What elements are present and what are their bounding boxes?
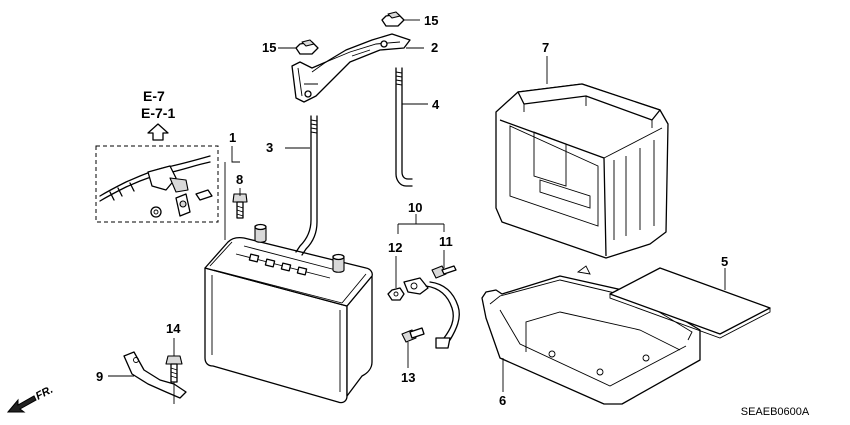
battery-setting-bracket-9[interactable] [123,351,187,399]
battery-tray-6[interactable] [481,265,701,405]
hold-down-rod-3[interactable] [295,115,318,256]
hold-down-rod-4[interactable] [395,67,413,187]
leader-lines [108,19,726,404]
hold-down-bracket-2[interactable] [291,33,411,103]
harness-detail-box [95,145,219,223]
up-arrow-icon [147,123,169,141]
bolt-8[interactable] [232,193,248,219]
reference-group: E-7 E-7-1 [141,88,175,141]
callout-5[interactable]: 5 [721,254,728,269]
ground-cable-10[interactable] [403,277,460,349]
callout-9[interactable]: 9 [96,369,103,384]
callout-11[interactable]: 11 [439,234,453,249]
flange-nut-15-left[interactable] [295,39,319,55]
callout-12[interactable]: 12 [388,240,402,255]
flange-bolt-14[interactable] [165,355,183,383]
callout-10[interactable]: 10 [408,200,422,215]
diagram-code: SEAEB0600A [741,406,810,418]
front-arrow-icon [6,395,37,413]
reference-e7-1[interactable]: E-7-1 [141,105,175,121]
callout-4[interactable]: 4 [432,97,440,112]
callout-1[interactable]: 1 [229,130,236,145]
callout-3[interactable]: 3 [266,140,273,155]
front-label: FR. [34,384,55,403]
front-direction-indicator: FR. [6,384,55,413]
bolt-11[interactable] [431,265,457,279]
battery[interactable] [204,223,373,404]
callout-7[interactable]: 7 [542,40,549,55]
callout-6[interactable]: 6 [499,393,506,408]
callout-13[interactable]: 13 [401,370,415,385]
nut-12[interactable] [387,287,405,301]
flange-nut-15-top[interactable] [381,11,405,27]
battery-pad-5[interactable] [609,267,771,339]
callout-14[interactable]: 14 [166,321,181,336]
callout-15-top[interactable]: 15 [424,13,438,28]
callout-15-left[interactable]: 15 [262,40,276,55]
reference-e7[interactable]: E-7 [143,88,165,104]
bolt-13[interactable] [401,327,425,343]
callout-numbers: 1 2 3 4 5 6 7 8 9 10 11 12 13 14 15 15 [96,13,728,408]
battery-box-7[interactable] [495,83,669,259]
callout-2[interactable]: 2 [431,40,438,55]
callout-8[interactable]: 8 [236,172,243,187]
